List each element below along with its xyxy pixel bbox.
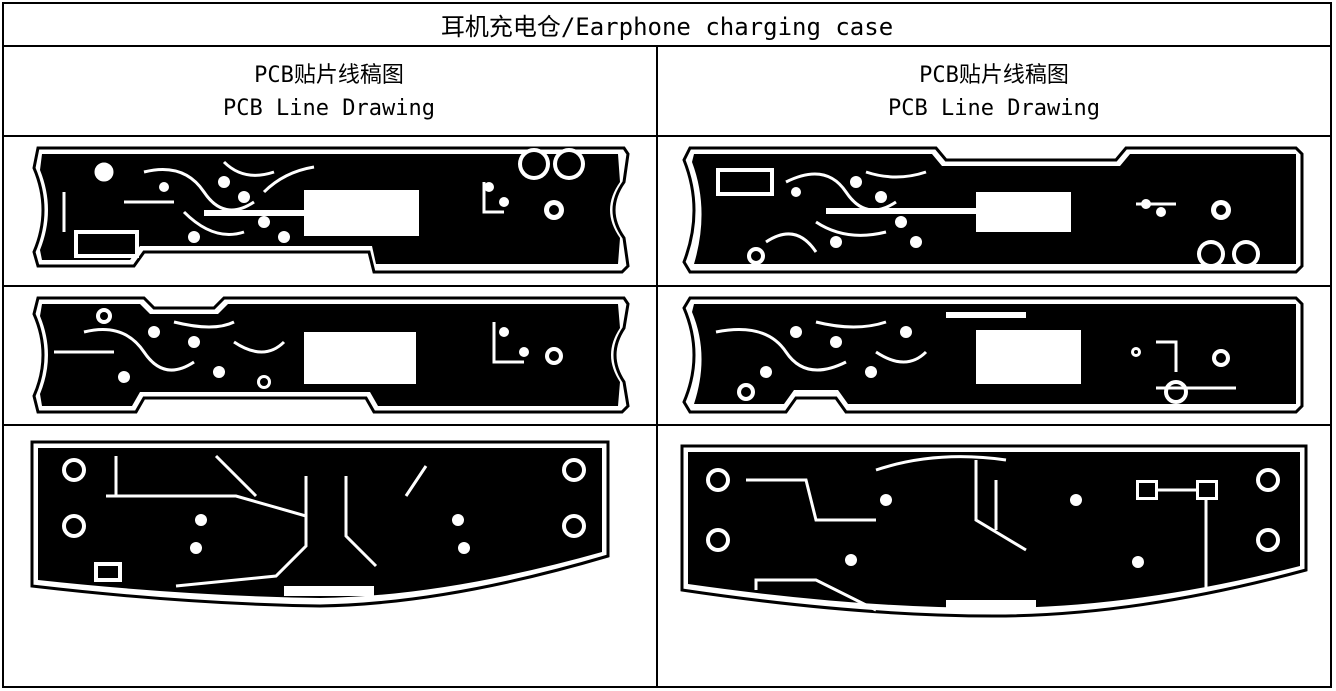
column-divider xyxy=(656,47,658,686)
row-divider xyxy=(4,424,1330,426)
row-divider xyxy=(4,285,1330,287)
row-divider xyxy=(4,135,1330,137)
column-heading-left: PCB贴片线稿图 PCB Line Drawing xyxy=(4,49,654,135)
pcb-drawing-image xyxy=(24,142,634,278)
heading-en: PCB Line Drawing xyxy=(888,96,1100,121)
pcb-drawing-image xyxy=(676,440,1312,620)
pcb-drawing-image xyxy=(26,436,614,612)
column-heading-right: PCB贴片线稿图 PCB Line Drawing xyxy=(658,49,1330,135)
pcb-drawing-image xyxy=(676,292,1312,418)
heading-cn: PCB贴片线稿图 xyxy=(919,63,1069,88)
table-title: 耳机充电仓/Earphone charging case xyxy=(4,4,1330,47)
heading-cn: PCB贴片线稿图 xyxy=(254,63,404,88)
heading-en: PCB Line Drawing xyxy=(223,96,435,121)
pcb-drawing-image xyxy=(24,292,634,418)
pcb-drawing-image xyxy=(676,142,1312,278)
